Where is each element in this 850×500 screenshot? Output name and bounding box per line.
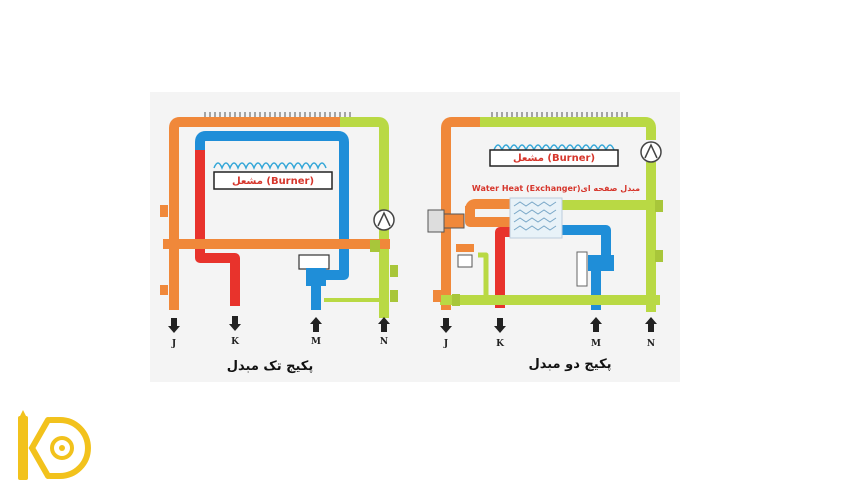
burner-label: مشعل (Burner): [513, 153, 595, 164]
exchanger-plates: [513, 201, 557, 231]
valve-small: [457, 254, 473, 268]
kd-logo: [18, 410, 91, 480]
connector: [390, 290, 398, 302]
connector: [433, 290, 441, 302]
connector: [655, 250, 663, 262]
caption-double: پکیج دو مبدل: [528, 357, 611, 372]
connector: [655, 200, 663, 212]
arrow-up-icon: [645, 317, 657, 332]
logo-d-shape: [47, 417, 91, 479]
orange-pipe: [441, 117, 480, 310]
valve-body: [306, 268, 326, 286]
gear-center: [59, 445, 65, 451]
valve-housing: [443, 213, 465, 229]
port-label-k: K: [231, 337, 240, 347]
arrow-down-icon: [440, 318, 452, 333]
pump-icon: [640, 141, 662, 163]
port-label-j: J: [171, 339, 176, 349]
connector: [370, 240, 380, 252]
orange-pipe: [169, 117, 345, 310]
caption-single: پکیج تک مبدل: [227, 359, 314, 374]
flow-switch: [576, 251, 588, 287]
port-arrows: [168, 316, 390, 333]
blue-pipe: [195, 131, 349, 280]
connector: [452, 294, 460, 306]
port-label-j: J: [443, 339, 448, 349]
blue-pipe: [560, 225, 611, 264]
green-small-link: [478, 252, 489, 300]
logo-crown: [20, 410, 26, 416]
green-pipe-top: [480, 117, 656, 140]
orange-top-exchanger: [465, 199, 510, 222]
arrow-up-icon: [378, 317, 390, 332]
double-exchanger-diagram: مشعل (Burner) Water Heat (Exchanger)مبدل…: [427, 112, 663, 372]
port-label-m: M: [311, 337, 321, 347]
red-pipe: [195, 150, 240, 306]
port-label-m: M: [591, 339, 601, 349]
burner-box: [213, 171, 333, 190]
port-label-n: N: [647, 339, 655, 349]
arrow-up-icon: [310, 317, 322, 332]
connector: [160, 285, 168, 295]
port-label-k: K: [496, 339, 505, 349]
burner-box: [489, 149, 619, 167]
port-label-n: N: [380, 337, 388, 347]
flow-valve: [298, 254, 330, 270]
valve-cap: [456, 244, 474, 252]
diverter-valve: [427, 209, 445, 233]
arrow-down-icon: [229, 316, 241, 331]
green-pipe-top: [340, 117, 389, 210]
pump-icon: [373, 209, 395, 231]
logo-bar: [18, 416, 28, 480]
connector: [160, 205, 168, 217]
exchanger-label: Water Heat (Exchanger)مبدل صفحه ای: [472, 184, 640, 193]
arrow-down-icon: [168, 318, 180, 333]
flame-icon: [213, 162, 327, 171]
arrow-down-icon: [494, 318, 506, 333]
logo-k-arm: [28, 417, 51, 479]
connector: [390, 265, 398, 277]
burner-label: مشعل (Burner): [232, 176, 314, 187]
flame-icon: [493, 144, 615, 153]
valve-body: [588, 255, 614, 271]
gear-icon: [50, 436, 74, 460]
port-arrows: [440, 317, 657, 333]
single-exchanger-diagram: مشعل (Burner) J K M N پکیج تک مبدل: [160, 112, 398, 374]
arrow-up-icon: [590, 317, 602, 332]
